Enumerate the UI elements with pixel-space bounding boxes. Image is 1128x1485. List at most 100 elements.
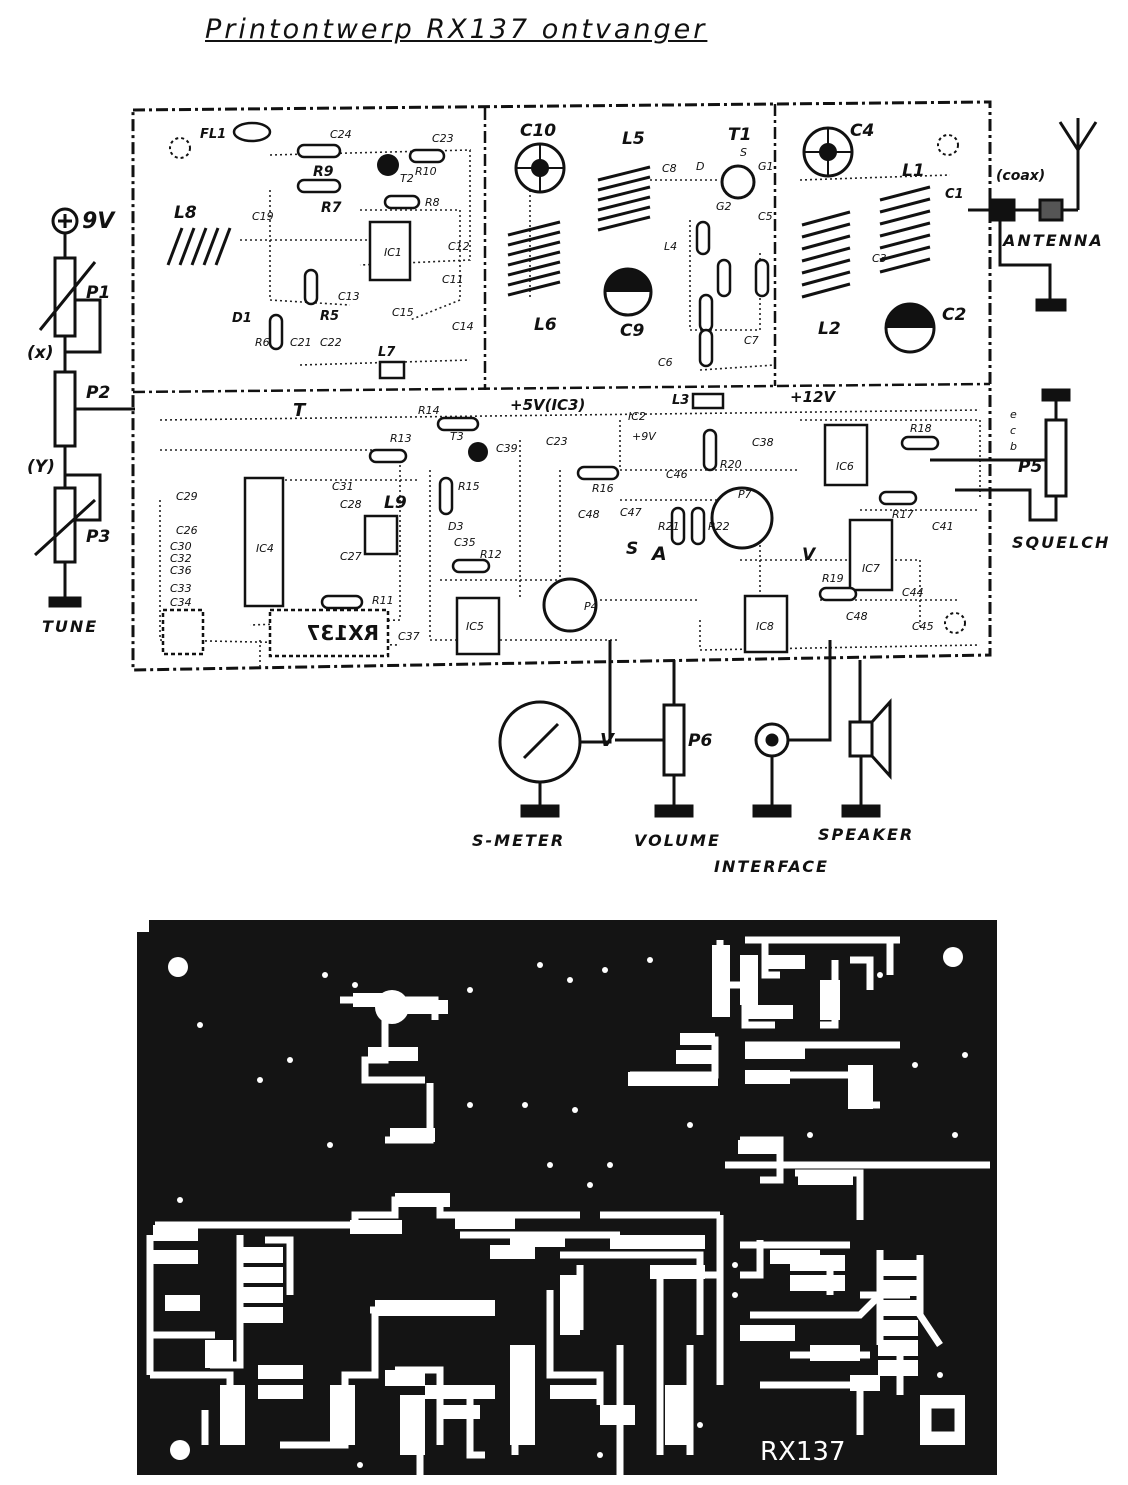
- label-ic8: IC8: [756, 620, 774, 633]
- label-p6: P6: [688, 731, 712, 751]
- board-outline: [131, 100, 992, 672]
- label-c48: C48: [846, 610, 868, 623]
- pcb-hole-1: [168, 957, 188, 977]
- inductor-l6: [507, 220, 561, 297]
- ic-packages: [161, 220, 894, 658]
- label-r20: R20: [720, 458, 742, 471]
- label-ic7: IC7: [862, 562, 880, 575]
- resistors: [268, 143, 940, 610]
- mounting-hole-1: [169, 137, 191, 159]
- label-fl1: FL1: [200, 127, 226, 142]
- label-c12: C12: [448, 240, 470, 253]
- label-c9: C9: [620, 321, 644, 341]
- label-r6: R6: [255, 336, 270, 349]
- label-r21: R21: [658, 520, 680, 533]
- label-plus9: +9V: [632, 430, 657, 443]
- label-t2: T2: [400, 172, 414, 185]
- label-l8: L8: [174, 203, 197, 223]
- label-c31: C31: [332, 480, 354, 493]
- label-c2: C2: [942, 305, 966, 325]
- pcb-notch: [137, 920, 149, 932]
- label-r9: R9: [313, 164, 334, 180]
- label-r19: R19: [822, 572, 844, 585]
- filter-fl1: [232, 121, 272, 143]
- trimmer-c4: [802, 126, 854, 178]
- label-r8: R8: [425, 196, 440, 209]
- page-title: Printontwerp RX137 ontvanger: [205, 14, 708, 45]
- label-c19: C19: [252, 210, 274, 223]
- label-l7: L7: [378, 345, 396, 360]
- label-c35: C35: [454, 536, 476, 549]
- label-c11: C11: [442, 273, 464, 286]
- label-p1: P1: [86, 283, 110, 303]
- component-layout-diagram: 9V P1 (x) P2 (Y) P3 TUNE FL1 L8 C19 R9 R…: [27, 100, 1108, 876]
- label-t1: T1: [728, 125, 751, 145]
- label-interface: INTERFACE: [714, 857, 829, 876]
- label-r22: R22: [708, 520, 730, 533]
- tune-pot-chain: [33, 207, 135, 608]
- label-p7: P7: [738, 488, 752, 501]
- label-node-t: T: [293, 400, 307, 421]
- label-r14: R14: [418, 404, 440, 417]
- label-node-v: V: [802, 545, 817, 565]
- label-p3: P3: [86, 527, 110, 547]
- label-c1: C1: [945, 187, 964, 202]
- label-l1: L1: [902, 161, 925, 181]
- pcb-drill-dots: [177, 957, 968, 1468]
- label-r15: R15: [458, 480, 480, 493]
- label-l4: L4: [664, 240, 677, 253]
- inductor-l7: [378, 360, 406, 380]
- inductor-l5: [597, 165, 651, 232]
- label-r12: R12: [480, 548, 502, 561]
- label-c7: C7: [744, 334, 759, 347]
- label-g1: G1: [758, 160, 774, 173]
- trimmer-c2: [884, 302, 936, 354]
- label-pin-e: e: [1010, 408, 1017, 421]
- label-coax: (coax): [996, 168, 1045, 184]
- label-antenna: ANTENNA: [1001, 231, 1104, 250]
- pcb-board-label: RX137: [760, 1437, 846, 1467]
- label-p2: P2: [86, 383, 110, 403]
- label-c23b: C23: [546, 435, 568, 448]
- label-d3: D3: [448, 520, 463, 533]
- label-r16: R16: [592, 482, 614, 495]
- label-c4: C4: [850, 121, 874, 141]
- trimmer-c10: [514, 142, 566, 194]
- label-c45: C45: [912, 620, 934, 633]
- transistor-t3: [468, 442, 488, 462]
- label-c24: C24: [330, 128, 352, 141]
- squelch-pot: [930, 388, 1071, 522]
- inductor-l8: [166, 227, 232, 266]
- label-c41: C41: [932, 520, 954, 533]
- label-speaker: SPEAKER: [818, 825, 914, 844]
- label-board-mirror: RX137: [306, 621, 379, 645]
- label-c10: C10: [520, 121, 556, 141]
- label-t3: T3: [450, 430, 464, 443]
- label-c46: C46: [666, 468, 688, 481]
- potentiometer-p7: [710, 486, 774, 550]
- label-c32: C32: [170, 552, 192, 565]
- label-c22: C22: [320, 336, 342, 349]
- pcb-hole-2: [943, 947, 963, 967]
- label-c44: C44: [902, 586, 924, 599]
- label-c47: C47: [620, 506, 642, 519]
- label-c28: C28: [340, 498, 362, 511]
- label-c23: C23: [432, 132, 454, 145]
- inductor-l2: [801, 210, 851, 299]
- label-node-s: S: [626, 539, 638, 559]
- label-l2: L2: [818, 319, 841, 339]
- label-ic4: IC4: [256, 542, 274, 555]
- pcb-copper-layout: RX137: [137, 920, 997, 1475]
- label-9v: 9V: [82, 209, 116, 234]
- label-c36: C36: [170, 564, 192, 577]
- label-node-y: (Y): [27, 457, 55, 477]
- label-r18: R18: [910, 422, 932, 435]
- label-smeter: S-METER: [472, 831, 565, 850]
- label-node-a: A: [650, 543, 667, 565]
- label-c34: C34: [170, 596, 192, 609]
- transistor-t1: [720, 164, 756, 200]
- label-c26: C26: [176, 524, 198, 537]
- label-r5: R5: [320, 309, 339, 324]
- label-c13: C13: [338, 290, 360, 303]
- label-d: D: [696, 160, 704, 173]
